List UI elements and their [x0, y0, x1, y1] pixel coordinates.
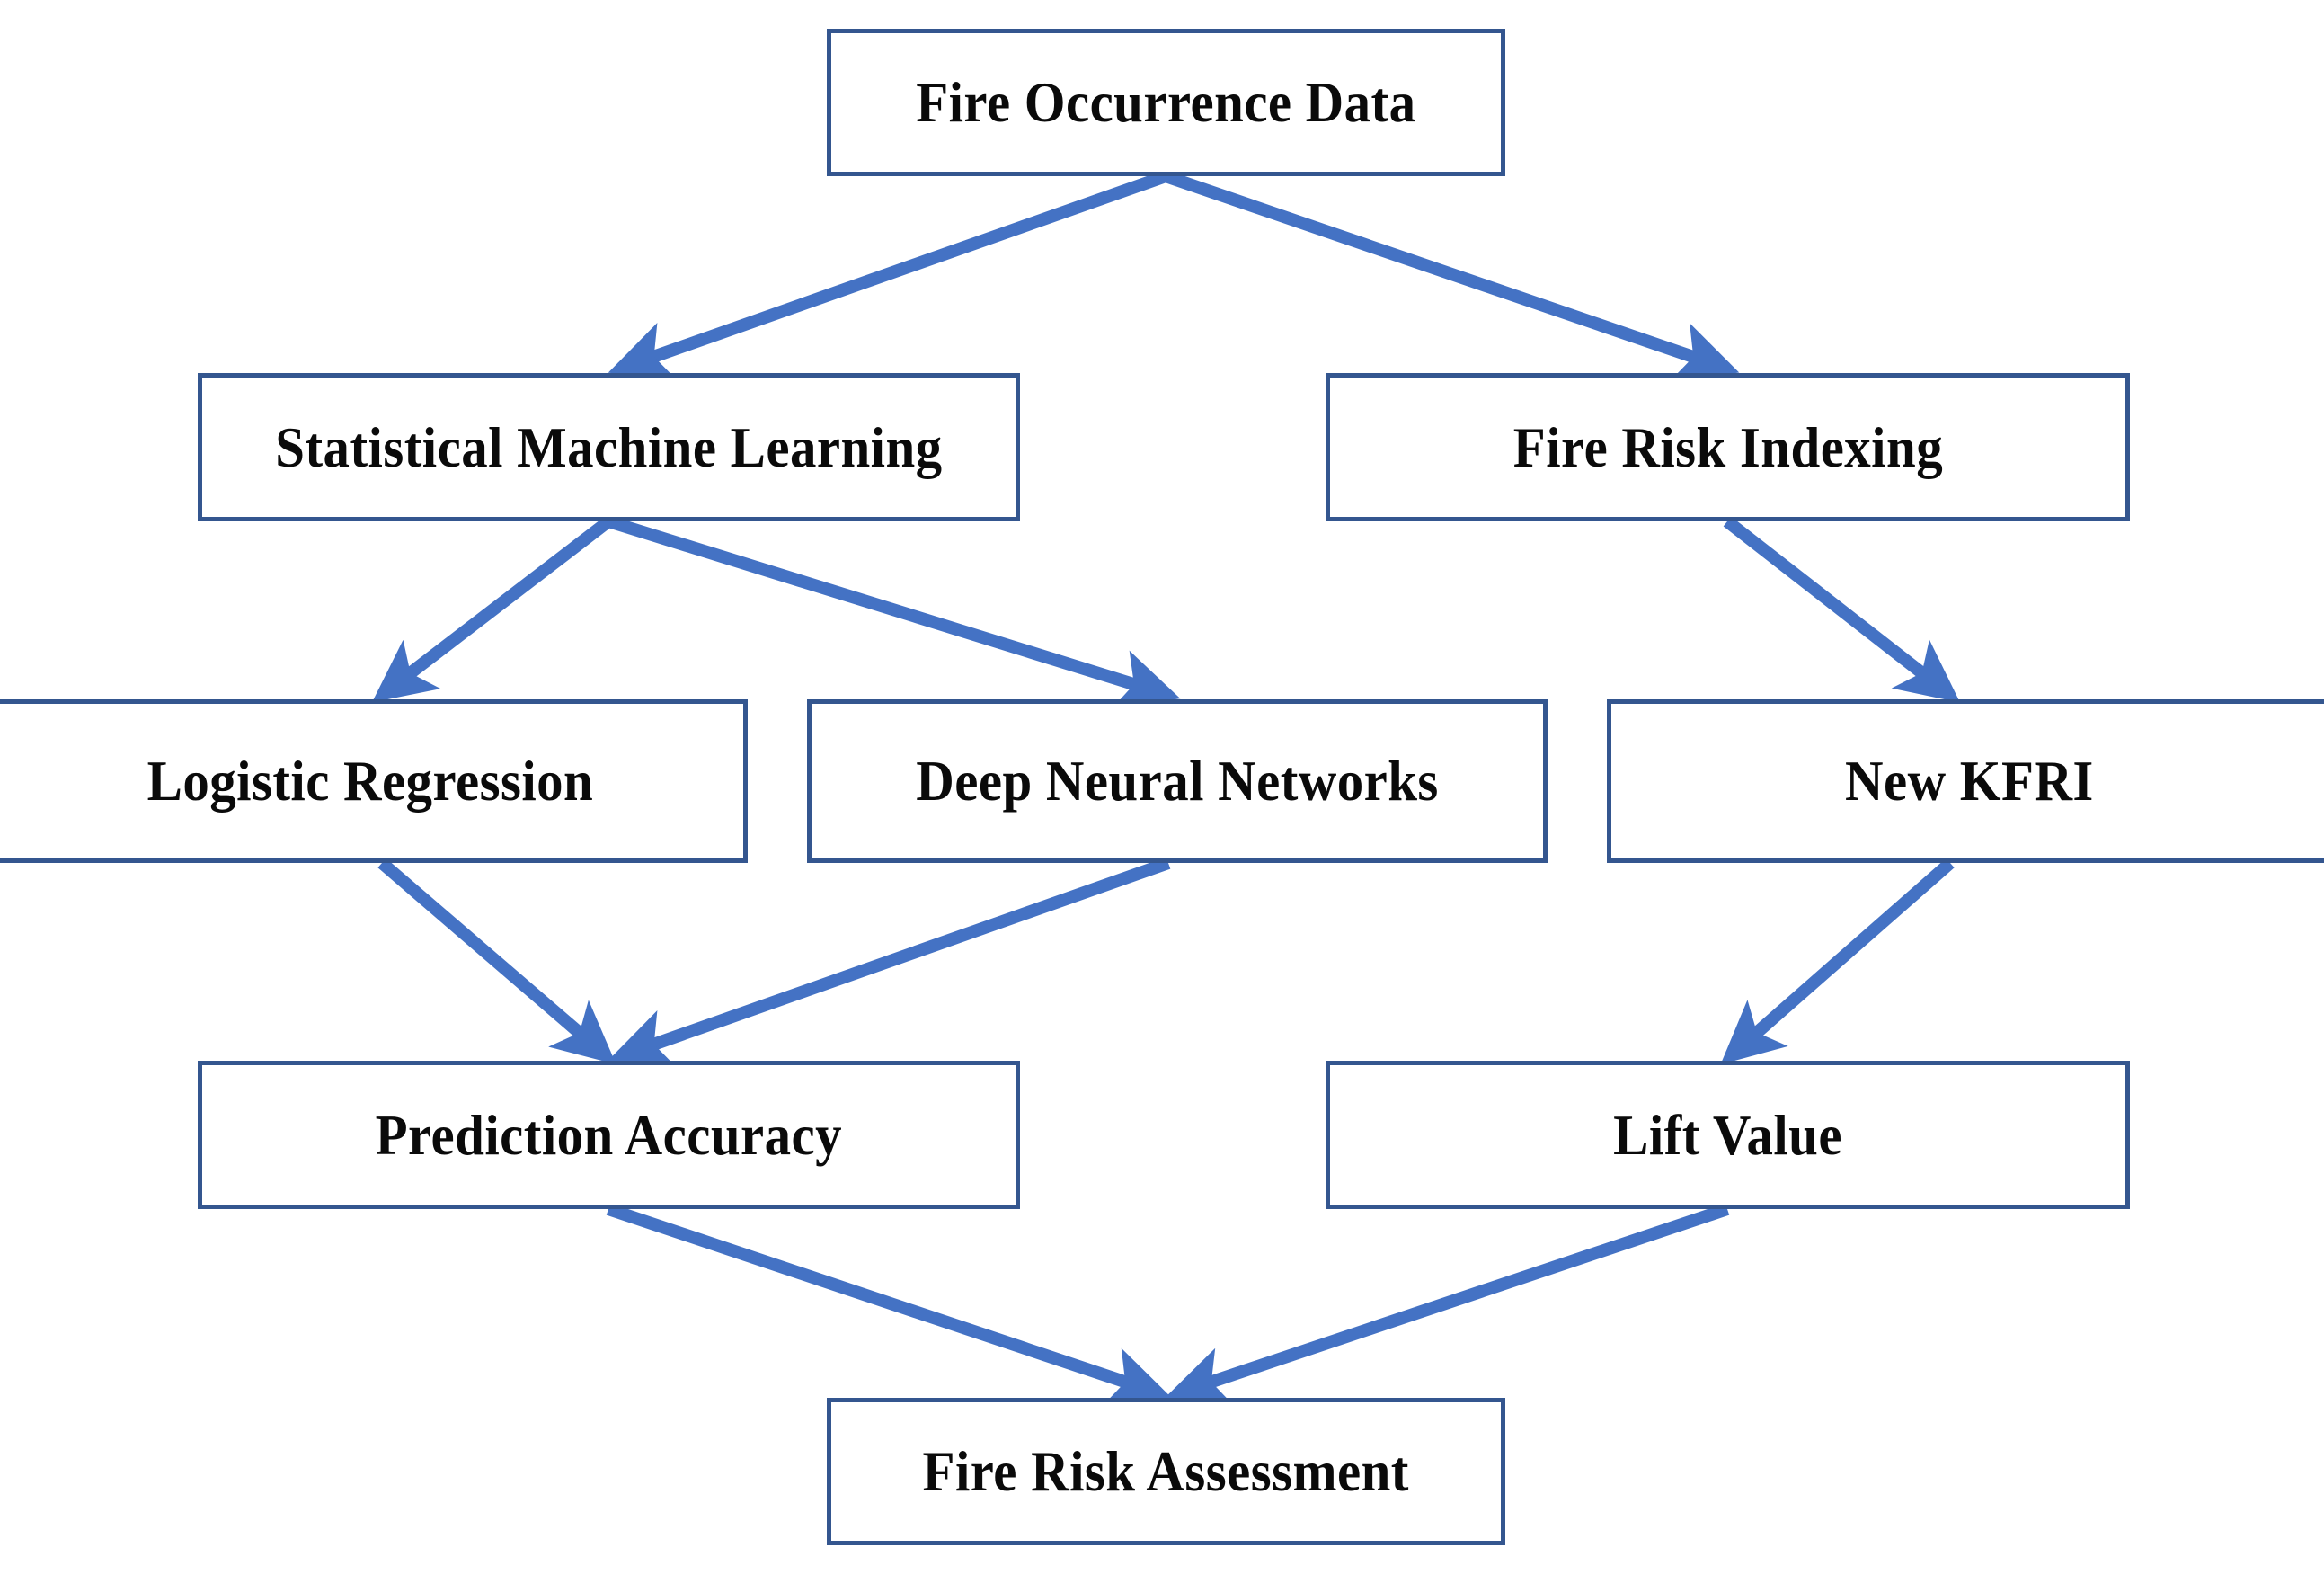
node-label-deep-neural-networks: Deep Neural Networks	[916, 749, 1439, 814]
node-label-fire-risk-assessment: Fire Risk Assessment	[922, 1439, 1410, 1504]
node-label-statistical-machine-learning: Statistical Machine Learning	[275, 414, 943, 479]
node-logistic-regression[interactable]: Logistic Regression	[0, 699, 748, 863]
node-fire-risk-assessment[interactable]: Fire Risk Assessment	[827, 1398, 1505, 1545]
node-label-new-kfri: New KFRI	[1844, 749, 2094, 814]
node-lift-value[interactable]: Lift Value	[1326, 1061, 2130, 1209]
node-label-fire-risk-indexing: Fire Risk Indexing	[1512, 414, 1943, 479]
node-statistical-machine-learning[interactable]: Statistical Machine Learning	[198, 373, 1020, 521]
node-fire-risk-indexing[interactable]: Fire Risk Indexing	[1326, 373, 2130, 521]
node-fire-occurrence-data[interactable]: Fire Occurrence Data	[827, 29, 1505, 176]
node-prediction-accuracy[interactable]: Prediction Accuracy	[198, 1061, 1020, 1209]
node-label-logistic-regression: Logistic Regression	[146, 749, 594, 814]
node-label-lift-value: Lift Value	[1613, 1102, 1842, 1167]
node-label-fire-occurrence-data: Fire Occurrence Data	[916, 70, 1416, 135]
node-deep-neural-networks[interactable]: Deep Neural Networks	[807, 699, 1548, 863]
node-new-kfri[interactable]: New KFRI	[1607, 699, 2324, 863]
node-label-prediction-accuracy: Prediction Accuracy	[375, 1102, 843, 1167]
